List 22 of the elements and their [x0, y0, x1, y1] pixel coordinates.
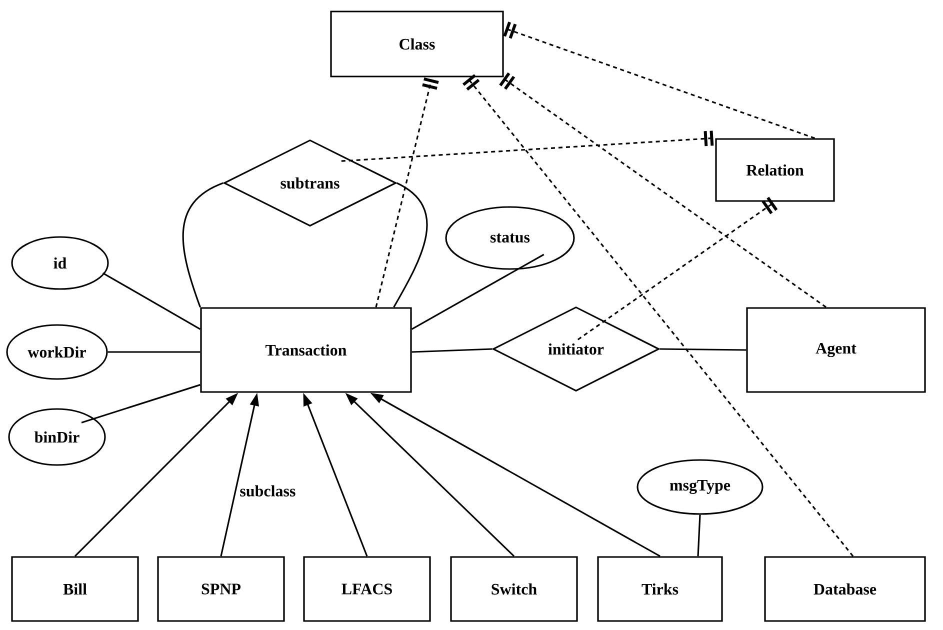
- entity-box: Relation: [715, 138, 835, 202]
- entity-box: LFACS: [303, 556, 431, 622]
- entity-box: Class: [330, 10, 504, 78]
- connector-line: [412, 348, 492, 353]
- entity-box: Tirks: [597, 556, 723, 622]
- dashed-connector: [341, 130, 714, 162]
- connector-line: [697, 514, 701, 556]
- connector-line: [660, 348, 746, 351]
- entity-box: Agent: [746, 307, 926, 393]
- entity-box: Bill: [11, 556, 139, 622]
- connector-line: [182, 182, 224, 308]
- connector-line: [393, 182, 428, 308]
- connector-line: [411, 254, 544, 330]
- connector-line: [81, 384, 200, 424]
- entity-box: Switch: [450, 556, 578, 622]
- connector-line: [102, 272, 201, 330]
- entity-box: Transaction: [200, 307, 412, 393]
- entity-box: Database: [764, 556, 926, 622]
- dashed-connector: [503, 22, 816, 139]
- entity-box: SPNP: [157, 556, 285, 622]
- connector-line: [108, 351, 200, 353]
- edge-label: subclass: [238, 484, 297, 498]
